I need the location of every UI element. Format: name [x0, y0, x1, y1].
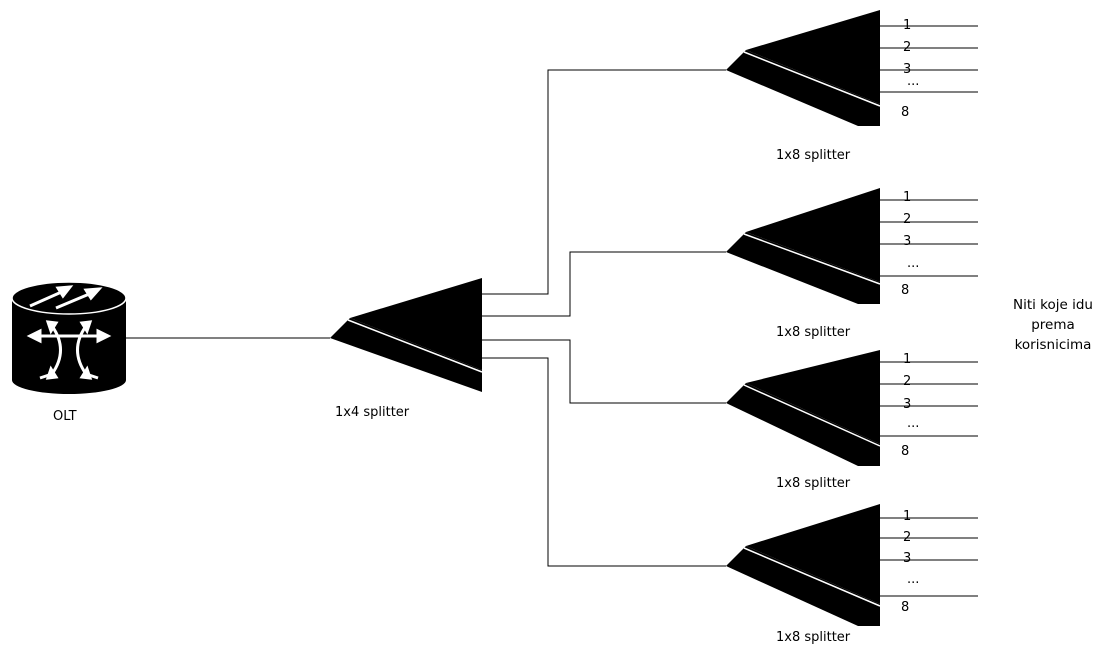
splitter-2-port-3: 3 [903, 234, 912, 249]
olt-device-icon [11, 281, 127, 394]
splitter-4-port-3: 3 [903, 551, 912, 566]
splitter-4-icon [726, 504, 881, 626]
users-fibers-note: Niti koje idu prema korisnicima [998, 295, 1108, 355]
splitter-3-port-1: 1 [903, 352, 912, 367]
splitter-1-icon [726, 10, 881, 126]
splitter-3-icon [726, 350, 881, 466]
splitter-2-port-1: 1 [903, 190, 912, 205]
splitter-2-output-fibers [880, 199, 978, 277]
splitter-1-output-fibers [880, 25, 978, 93]
splitter-2-port-ellipsis: ... [907, 256, 920, 271]
splitter-4-port-8: 8 [901, 600, 910, 615]
splitter-1-port-1: 1 [903, 18, 912, 33]
splitter-2-label: 1x8 splitter [776, 325, 851, 340]
main-splitter-icon [330, 278, 483, 392]
splitter-1-port-8: 8 [901, 105, 910, 120]
splitter-2-port-8: 8 [901, 283, 910, 298]
splitter-1-port-ellipsis: ... [907, 74, 920, 89]
main-splitter-label: 1x4 splitter [335, 405, 410, 420]
splitter-4-port-ellipsis: ... [907, 572, 920, 587]
users-note-line-2: prema [1031, 317, 1075, 333]
splitter-1-port-2: 2 [903, 40, 912, 55]
splitter-1-label: 1x8 splitter [776, 148, 851, 163]
splitter-4-label: 1x8 splitter [776, 630, 851, 645]
users-note-line-1: Niti koje idu [1012, 297, 1093, 313]
users-note-line-3: korisnicima [1014, 337, 1092, 353]
splitter-4-port-2: 2 [903, 530, 912, 545]
olt-label: OLT [53, 409, 77, 424]
splitter-3-port-8: 8 [901, 444, 910, 459]
splitter-4-port-1: 1 [903, 509, 912, 524]
splitter-2-icon [726, 188, 881, 304]
splitter-4-output-fibers [880, 517, 978, 597]
distribution-fibers [482, 69, 726, 567]
splitter-1-port-3: 3 [903, 62, 912, 77]
olt-cross-arrows-icon [26, 320, 112, 380]
splitter-3-port-2: 2 [903, 374, 912, 389]
splitter-3-output-fibers [880, 361, 978, 437]
splitter-3-port-3: 3 [903, 397, 912, 412]
splitter-3-label: 1x8 splitter [776, 476, 851, 491]
splitter-3-port-ellipsis: ... [907, 416, 920, 431]
splitter-2-port-2: 2 [903, 212, 912, 227]
olt-top-arrows-icon [29, 285, 103, 310]
